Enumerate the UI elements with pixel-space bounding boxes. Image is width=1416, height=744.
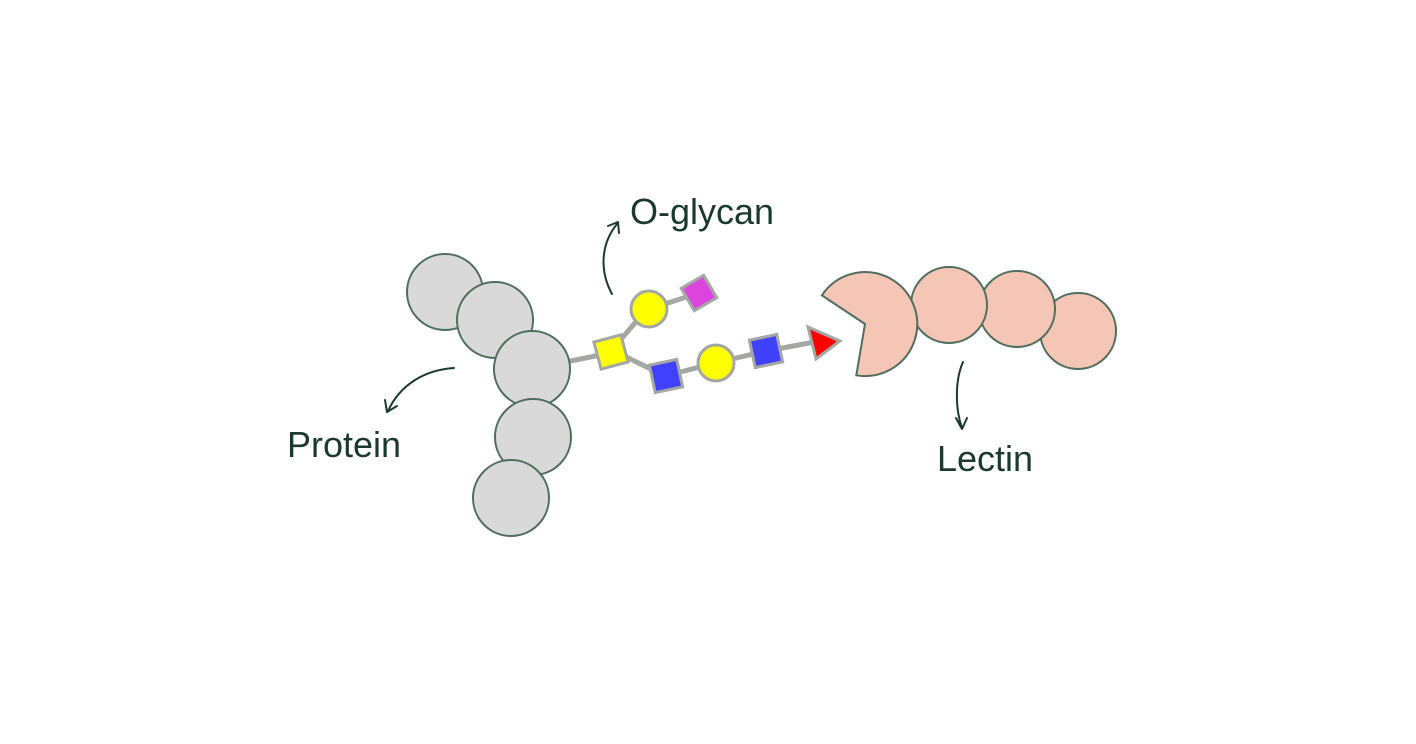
oglycan-arrowhead-icon xyxy=(607,221,620,234)
protein-label: Protein xyxy=(287,424,401,465)
lectin-label: Lectin xyxy=(937,438,1033,479)
lectin-bead xyxy=(910,266,988,344)
protein-bead xyxy=(493,330,571,408)
lectin-callout-arrow xyxy=(955,361,964,429)
lectin-arrowhead-icon xyxy=(955,417,968,430)
oglycan-callout-arrow xyxy=(602,223,618,295)
oglycan-label: O-glycan xyxy=(630,191,774,232)
protein-arrowhead-icon xyxy=(384,399,398,413)
lectin-bead xyxy=(978,270,1056,348)
protein xyxy=(406,253,572,537)
bond-protein-galnac xyxy=(563,352,603,365)
fucose-red-triangle xyxy=(805,324,843,362)
lectin-binding-domain xyxy=(820,271,919,377)
galnac-yellow-square xyxy=(592,333,630,371)
o-glycan xyxy=(592,273,843,395)
lectin xyxy=(820,266,1117,377)
glcnac-blue-square xyxy=(647,357,685,395)
protein-callout-arrow xyxy=(387,367,455,412)
galactose-yellow-circle-2 xyxy=(696,343,736,383)
sialic-acid-purple-diamond xyxy=(679,273,719,313)
protein-bead xyxy=(472,459,550,537)
glcnac-blue-square-2 xyxy=(747,332,785,370)
galactose-yellow-circle xyxy=(629,289,669,329)
callout-arrows xyxy=(384,221,968,430)
